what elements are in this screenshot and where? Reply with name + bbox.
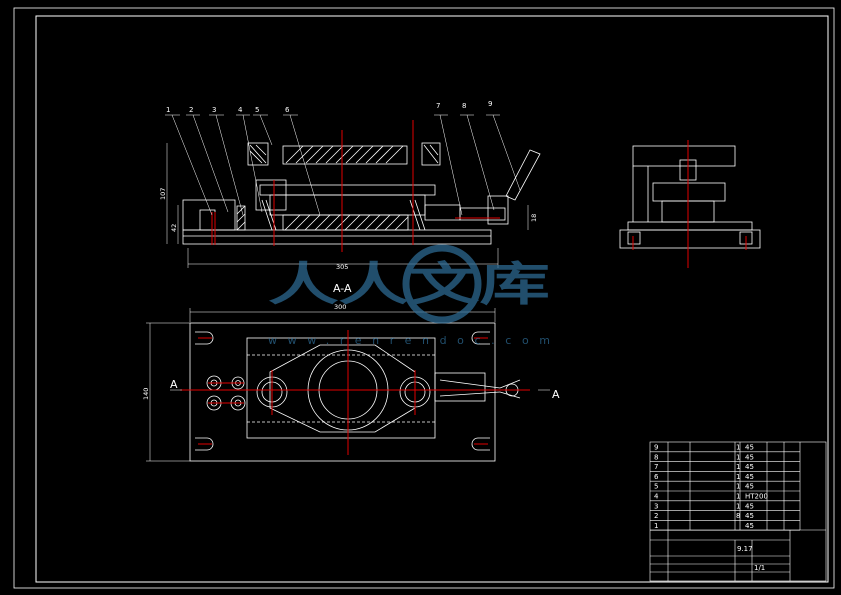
part-label-6: 6 — [285, 106, 290, 114]
part-label-8: 8 — [462, 102, 466, 110]
part-label-3: 3 — [212, 106, 216, 114]
title-block-material: HT200 — [745, 493, 768, 501]
front-view — [182, 142, 541, 245]
part-label-7: 7 — [436, 102, 440, 110]
side-view — [619, 145, 761, 249]
title-block-sheet: 1/1 — [754, 564, 765, 572]
title-block-no: 4 — [654, 493, 659, 501]
title-block-material: 45 — [745, 473, 754, 481]
dim-plan-height: 140 — [142, 388, 150, 400]
front-dimensions — [166, 143, 529, 268]
part-label-4: 4 — [238, 106, 243, 114]
title-block-no: 7 — [654, 463, 658, 471]
title-block-material: 45 — [745, 522, 754, 530]
watermark: 人人文库 www.renrendoc.com — [268, 244, 550, 347]
title-block-material: 45 — [745, 483, 754, 491]
part-leaders — [165, 114, 521, 216]
dim-plan-width: 300 — [334, 303, 346, 311]
title-block-no: 5 — [654, 483, 658, 491]
title-block-no: 1 — [654, 522, 658, 530]
title-block-qty: 1 — [736, 444, 740, 452]
title-block-material: 45 — [745, 444, 754, 452]
title-block-material: 45 — [745, 502, 754, 510]
title-block-no: 2 — [654, 512, 658, 520]
title-block-qty: 1 — [736, 463, 740, 471]
title-block-no: 3 — [654, 502, 658, 510]
section-mark-right: A — [552, 388, 560, 401]
inner-frame — [35, 15, 829, 583]
part-label-2: 2 — [189, 106, 193, 114]
title-block-qty: 1 — [736, 453, 740, 461]
plan-centre-lines — [180, 330, 530, 455]
title-block-scale: 9.17 — [737, 545, 753, 553]
title-block-qty: 1 — [736, 473, 740, 481]
dim-front-height: 107 — [159, 188, 167, 200]
title-block — [649, 441, 827, 582]
side-centre-lines — [632, 140, 747, 268]
title-block-no: 8 — [654, 453, 658, 461]
title-block-material: 45 — [745, 453, 754, 461]
title-block-qty: 8 — [736, 512, 740, 520]
plan-dimensions — [146, 308, 550, 462]
title-block-qty: 1 — [736, 493, 740, 501]
title-block-no: 9 — [654, 444, 658, 452]
watermark-chars: 人人文库 — [268, 257, 550, 311]
front-centre-lines — [273, 120, 414, 252]
watermark-url: www.renrendoc.com — [268, 334, 550, 347]
part-number-labels: 1 2 3 4 5 6 7 8 9 — [166, 100, 492, 114]
section-mark-left: A — [170, 378, 178, 391]
title-block-material: 45 — [745, 463, 754, 471]
part-label-5: 5 — [255, 106, 259, 114]
title-block-no: 6 — [654, 473, 659, 481]
dim-front-lower-height: 42 — [170, 224, 178, 232]
title-block-material: 45 — [745, 512, 754, 520]
section-title: A-A — [333, 282, 352, 295]
dim-front-right-height: 18 — [530, 214, 538, 222]
part-label-9: 9 — [488, 100, 492, 108]
outer-frame — [13, 7, 835, 589]
dim-front-width: 305 — [336, 263, 348, 271]
part-label-1: 1 — [166, 106, 170, 114]
title-block-qty: 1 — [736, 483, 740, 491]
title-block-qty: 1 — [736, 502, 740, 510]
